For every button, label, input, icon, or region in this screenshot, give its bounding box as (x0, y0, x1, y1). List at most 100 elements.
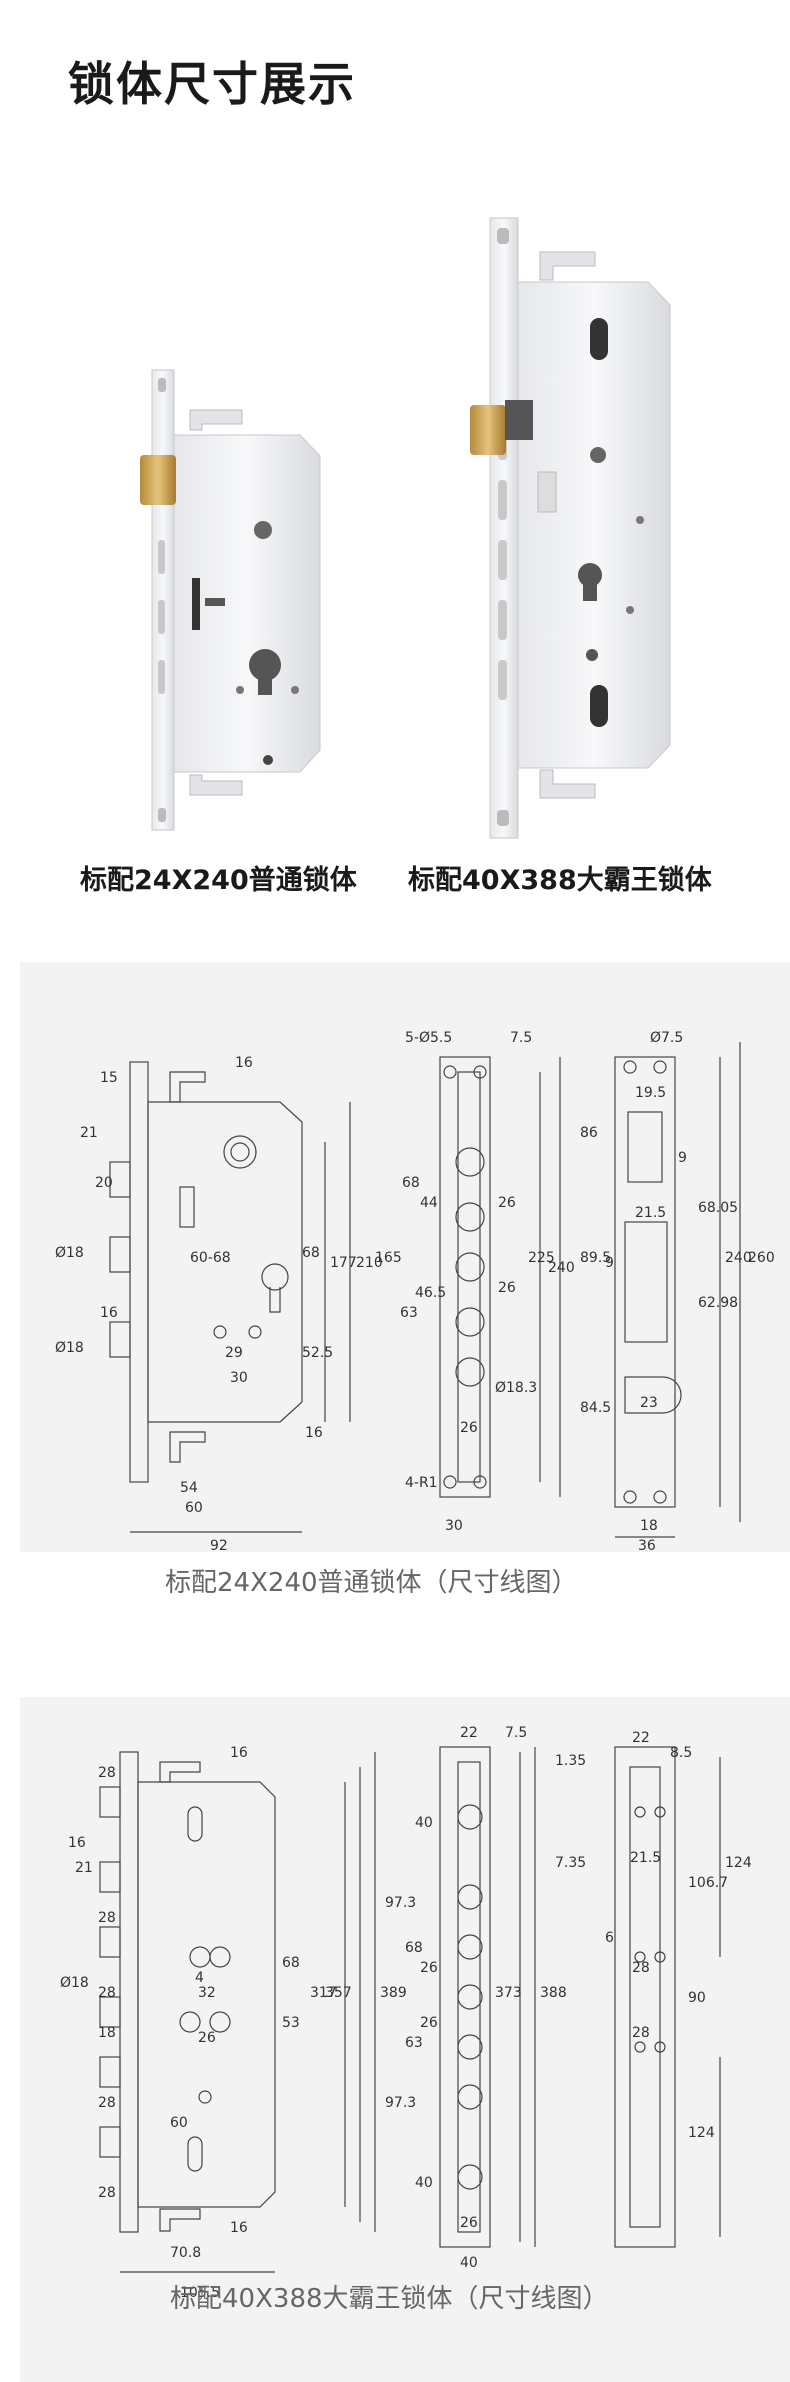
dim-label: 22 (460, 1725, 478, 1741)
dim-label: 22 (632, 1730, 650, 1746)
dim-label: 62.98 (698, 1295, 738, 1311)
dim-label: 86 (580, 1125, 598, 1141)
lock-24-drawing-caption: 标配24X240普通锁体（尺寸线图） (165, 1568, 578, 1598)
dim-label: 68 (302, 1245, 320, 1261)
dim-label: 60 (170, 2115, 188, 2131)
dim-label: 16 (68, 1835, 86, 1851)
dim-label: 28 (98, 1985, 116, 2001)
dim-label: 26 (498, 1280, 516, 1296)
dim-label: 26 (420, 2015, 438, 2031)
dim-label: 21.5 (635, 1205, 666, 1221)
dim-label: 105.5 (180, 2285, 220, 2301)
lock-40-drawing-caption: 标配40X388大霸王锁体（尺寸线图） (170, 2284, 609, 2314)
dim-label: 89.5 (580, 1250, 611, 1266)
dim-label: 30 (445, 1518, 463, 1534)
dim-label: 68 (402, 1175, 420, 1191)
dim-label: 68 (282, 1955, 300, 1971)
dim-label: 44 (420, 1195, 438, 1211)
dim-label: 1.35 (555, 1753, 586, 1769)
lock-24-dimension-labels: 16 15 21 20 Ø18 16 Ø18 29 30 54 60 92 68… (55, 1030, 775, 1552)
dim-label: 26 (498, 1195, 516, 1211)
dim-label: 15 (100, 1070, 118, 1086)
dim-label: 106.7 (688, 1875, 728, 1891)
dim-label: 124 (725, 1855, 752, 1871)
dim-label: 40 (415, 2175, 433, 2191)
dim-label: 124 (688, 2125, 715, 2141)
dim-label: 7.5 (510, 1030, 532, 1046)
dim-label: 26 (460, 2215, 478, 2231)
dim-label: 97.3 (385, 1895, 416, 1911)
page-title: 锁体尺寸展示 (68, 57, 356, 111)
lock-40-dimension-labels: 16 28 16 21 28 Ø18 4 32 26 28 18 28 60 2… (60, 1725, 752, 2301)
dim-label: 21.5 (630, 1850, 661, 1866)
dim-label: 389 (380, 1985, 407, 2001)
dim-label: 68 (405, 1940, 423, 1956)
dim-label: 21 (75, 1860, 93, 1876)
dim-label: 84.5 (580, 1400, 611, 1416)
dim-label: 210 (356, 1255, 383, 1271)
dim-label: 240 (725, 1250, 752, 1266)
dim-label: 52.5 (302, 1345, 333, 1361)
dim-label: 16 (305, 1425, 323, 1441)
dim-label: 8.5 (670, 1745, 692, 1761)
dim-label: 40 (415, 1815, 433, 1831)
dim-label: 30 (230, 1370, 248, 1386)
dim-label: 32 (198, 1985, 216, 2001)
dim-label: Ø18.3 (495, 1380, 537, 1396)
dim-label: 260 (748, 1250, 775, 1266)
dim-label: 16 (100, 1305, 118, 1321)
dim-label: 16 (230, 2220, 248, 2236)
dim-label: 6 (605, 1930, 614, 1946)
dim-label: 63 (405, 2035, 423, 2051)
dim-label: 19.5 (635, 1085, 666, 1101)
lock-40-photo (470, 217, 671, 839)
dim-label: 60 (185, 1500, 203, 1516)
dim-label: Ø18 (55, 1245, 84, 1261)
dim-label: 4 (195, 1970, 204, 1986)
dim-label: 36 (638, 1538, 656, 1552)
dim-label: 54 (180, 1480, 198, 1496)
dim-label: 357 (325, 1985, 352, 2001)
dim-label: 26 (460, 1420, 478, 1436)
dim-label: 40 (460, 2255, 478, 2271)
dim-label: 28 (98, 2095, 116, 2111)
lock-photos (140, 217, 671, 839)
dim-label: 92 (210, 1538, 228, 1552)
dim-label: 97.3 (385, 2095, 416, 2111)
dim-label: 7.35 (555, 1855, 586, 1871)
dim-label: 26 (420, 1960, 438, 1976)
dim-label: 4-R1 (405, 1475, 438, 1491)
dim-label: 28 (632, 2025, 650, 2041)
dim-label: 388 (540, 1985, 567, 2001)
dim-label: 5-Ø5.5 (405, 1030, 452, 1046)
dim-label: 63 (400, 1305, 418, 1321)
lock-24-drawing-panel: 16 15 21 20 Ø18 16 Ø18 29 30 54 60 92 68… (20, 962, 790, 1552)
dim-label: 68.05 (698, 1200, 738, 1216)
lock-40-drawing-panel: 16 28 16 21 28 Ø18 4 32 26 28 18 28 60 2… (20, 1697, 790, 2382)
lock-40-dimension-drawing: 16 28 16 21 28 Ø18 4 32 26 28 18 28 60 2… (60, 1725, 752, 2301)
dim-label: 21 (80, 1125, 98, 1141)
dim-label: 90 (688, 1990, 706, 2006)
dim-label: 18 (640, 1518, 658, 1534)
dim-label: 9 (605, 1255, 614, 1271)
dim-label: 317 (310, 1985, 337, 2001)
dim-label: 240 (548, 1260, 575, 1276)
dim-label: 9 (678, 1150, 687, 1166)
dim-label: Ø18 (60, 1975, 89, 1991)
dim-label: 46.5 (415, 1285, 446, 1301)
dim-label: 225 (528, 1250, 555, 1266)
dim-label: 20 (95, 1175, 113, 1191)
dim-label: Ø18 (55, 1340, 84, 1356)
dim-label: 53 (282, 2015, 300, 2031)
dim-label: 16 (230, 1745, 248, 1761)
lock-24-dimension-drawing: 16 15 21 20 Ø18 16 Ø18 29 30 54 60 92 68… (55, 1030, 775, 1552)
lock-24-photo (140, 369, 321, 831)
dim-label: 28 (98, 1910, 116, 1926)
dim-label: 60-68 (190, 1250, 231, 1266)
dim-label: 26 (198, 2030, 216, 2046)
dim-label: 18 (98, 2025, 116, 2041)
dim-label: 16 (235, 1055, 253, 1071)
dim-label: 28 (632, 1960, 650, 1976)
dim-label: Ø7.5 (650, 1030, 683, 1046)
dim-label: 7.5 (505, 1725, 527, 1741)
